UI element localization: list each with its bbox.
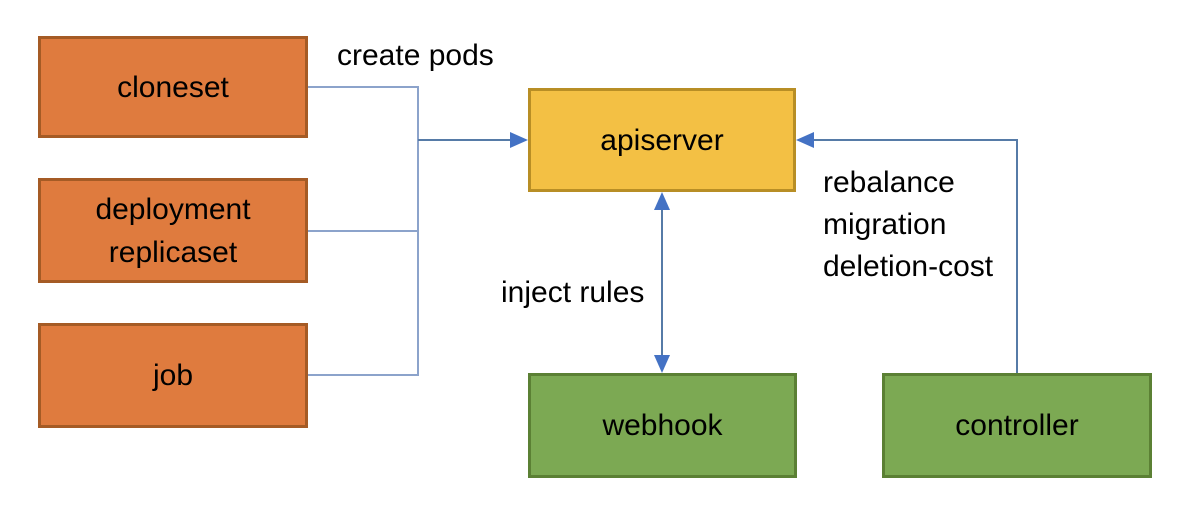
connector-create-pods-line (418, 139, 512, 141)
edge-label-create-pods: create pods (337, 39, 494, 72)
connector-deployment-stub-line (308, 230, 418, 232)
arrowhead-into-apiserver-right (796, 132, 814, 148)
connector-cloneset-stub-line (308, 86, 418, 88)
edge-label-inject-rules: inject rules (501, 276, 645, 309)
arrowhead-into-webhook-top (654, 355, 670, 373)
connector-controller-vertical-line (1016, 139, 1018, 373)
connector-controller-horizontal-line (812, 139, 1017, 141)
connector-job-stub-line (308, 374, 418, 376)
arrowhead-into-apiserver-left (510, 132, 528, 148)
arrowhead-into-apiserver-bottom (654, 192, 670, 210)
connector-junction-rail-line (417, 86, 419, 376)
edge-label-rebalance-migration-deletion-cost: rebalance migration deletion-cost (823, 166, 994, 283)
node-webhook: webhook (528, 373, 797, 478)
node-controller: controller (882, 373, 1152, 478)
node-cloneset: cloneset (38, 36, 308, 138)
node-job: job (38, 323, 308, 428)
connector-apiserver-webhook-line (661, 207, 663, 358)
node-apiserver: apiserver (528, 88, 796, 192)
node-deployment-replicaset: deployment replicaset (38, 178, 308, 283)
